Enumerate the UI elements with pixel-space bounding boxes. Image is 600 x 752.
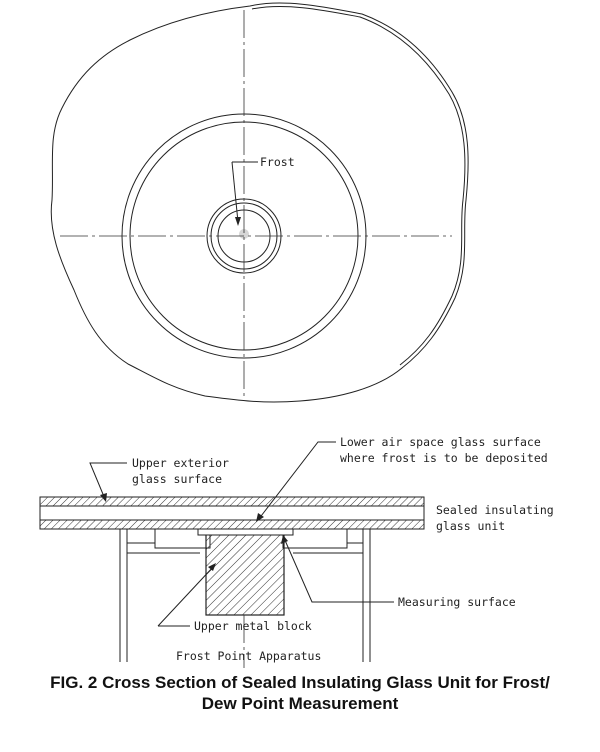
- plan-view: Frost: [50, 2, 469, 403]
- upper-glass-pane: [39, 496, 425, 507]
- irregular-glass-outline: [50, 2, 469, 403]
- frost-spot: [239, 229, 249, 239]
- figure-caption: FIG. 2 Cross Section of Sealed Insulatin…: [0, 672, 600, 714]
- caption-line-1: FIG. 2 Cross Section of Sealed Insulatin…: [50, 673, 550, 692]
- lower-air-space-label-1: Lower air space glass surface: [340, 435, 541, 449]
- sealed-unit-label-1: Sealed insulating: [436, 503, 554, 517]
- upper-metal-block-label: Upper metal block: [194, 619, 312, 633]
- section-view: Upper exterior glass surface Lower air s…: [39, 435, 554, 668]
- upper-exterior-label-1: Upper exterior: [132, 456, 229, 470]
- lower-glass-pane: [39, 519, 425, 530]
- apparatus-label: Frost Point Apparatus: [176, 649, 321, 663]
- upper-metal-block: [205, 532, 285, 616]
- sealed-unit-label-2: glass unit: [436, 519, 505, 533]
- measuring-surface-label: Measuring surface: [398, 595, 516, 609]
- caption-line-2: Dew Point Measurement: [201, 694, 399, 713]
- apparatus-housing: [119, 529, 371, 662]
- lower-air-space-label-2: where frost is to be deposited: [340, 451, 548, 465]
- frost-label: Frost: [260, 155, 295, 169]
- upper-exterior-label-2: glass surface: [132, 472, 222, 486]
- frost-point-diagram: Frost Upper exterior glass surface Lower…: [39, 2, 554, 668]
